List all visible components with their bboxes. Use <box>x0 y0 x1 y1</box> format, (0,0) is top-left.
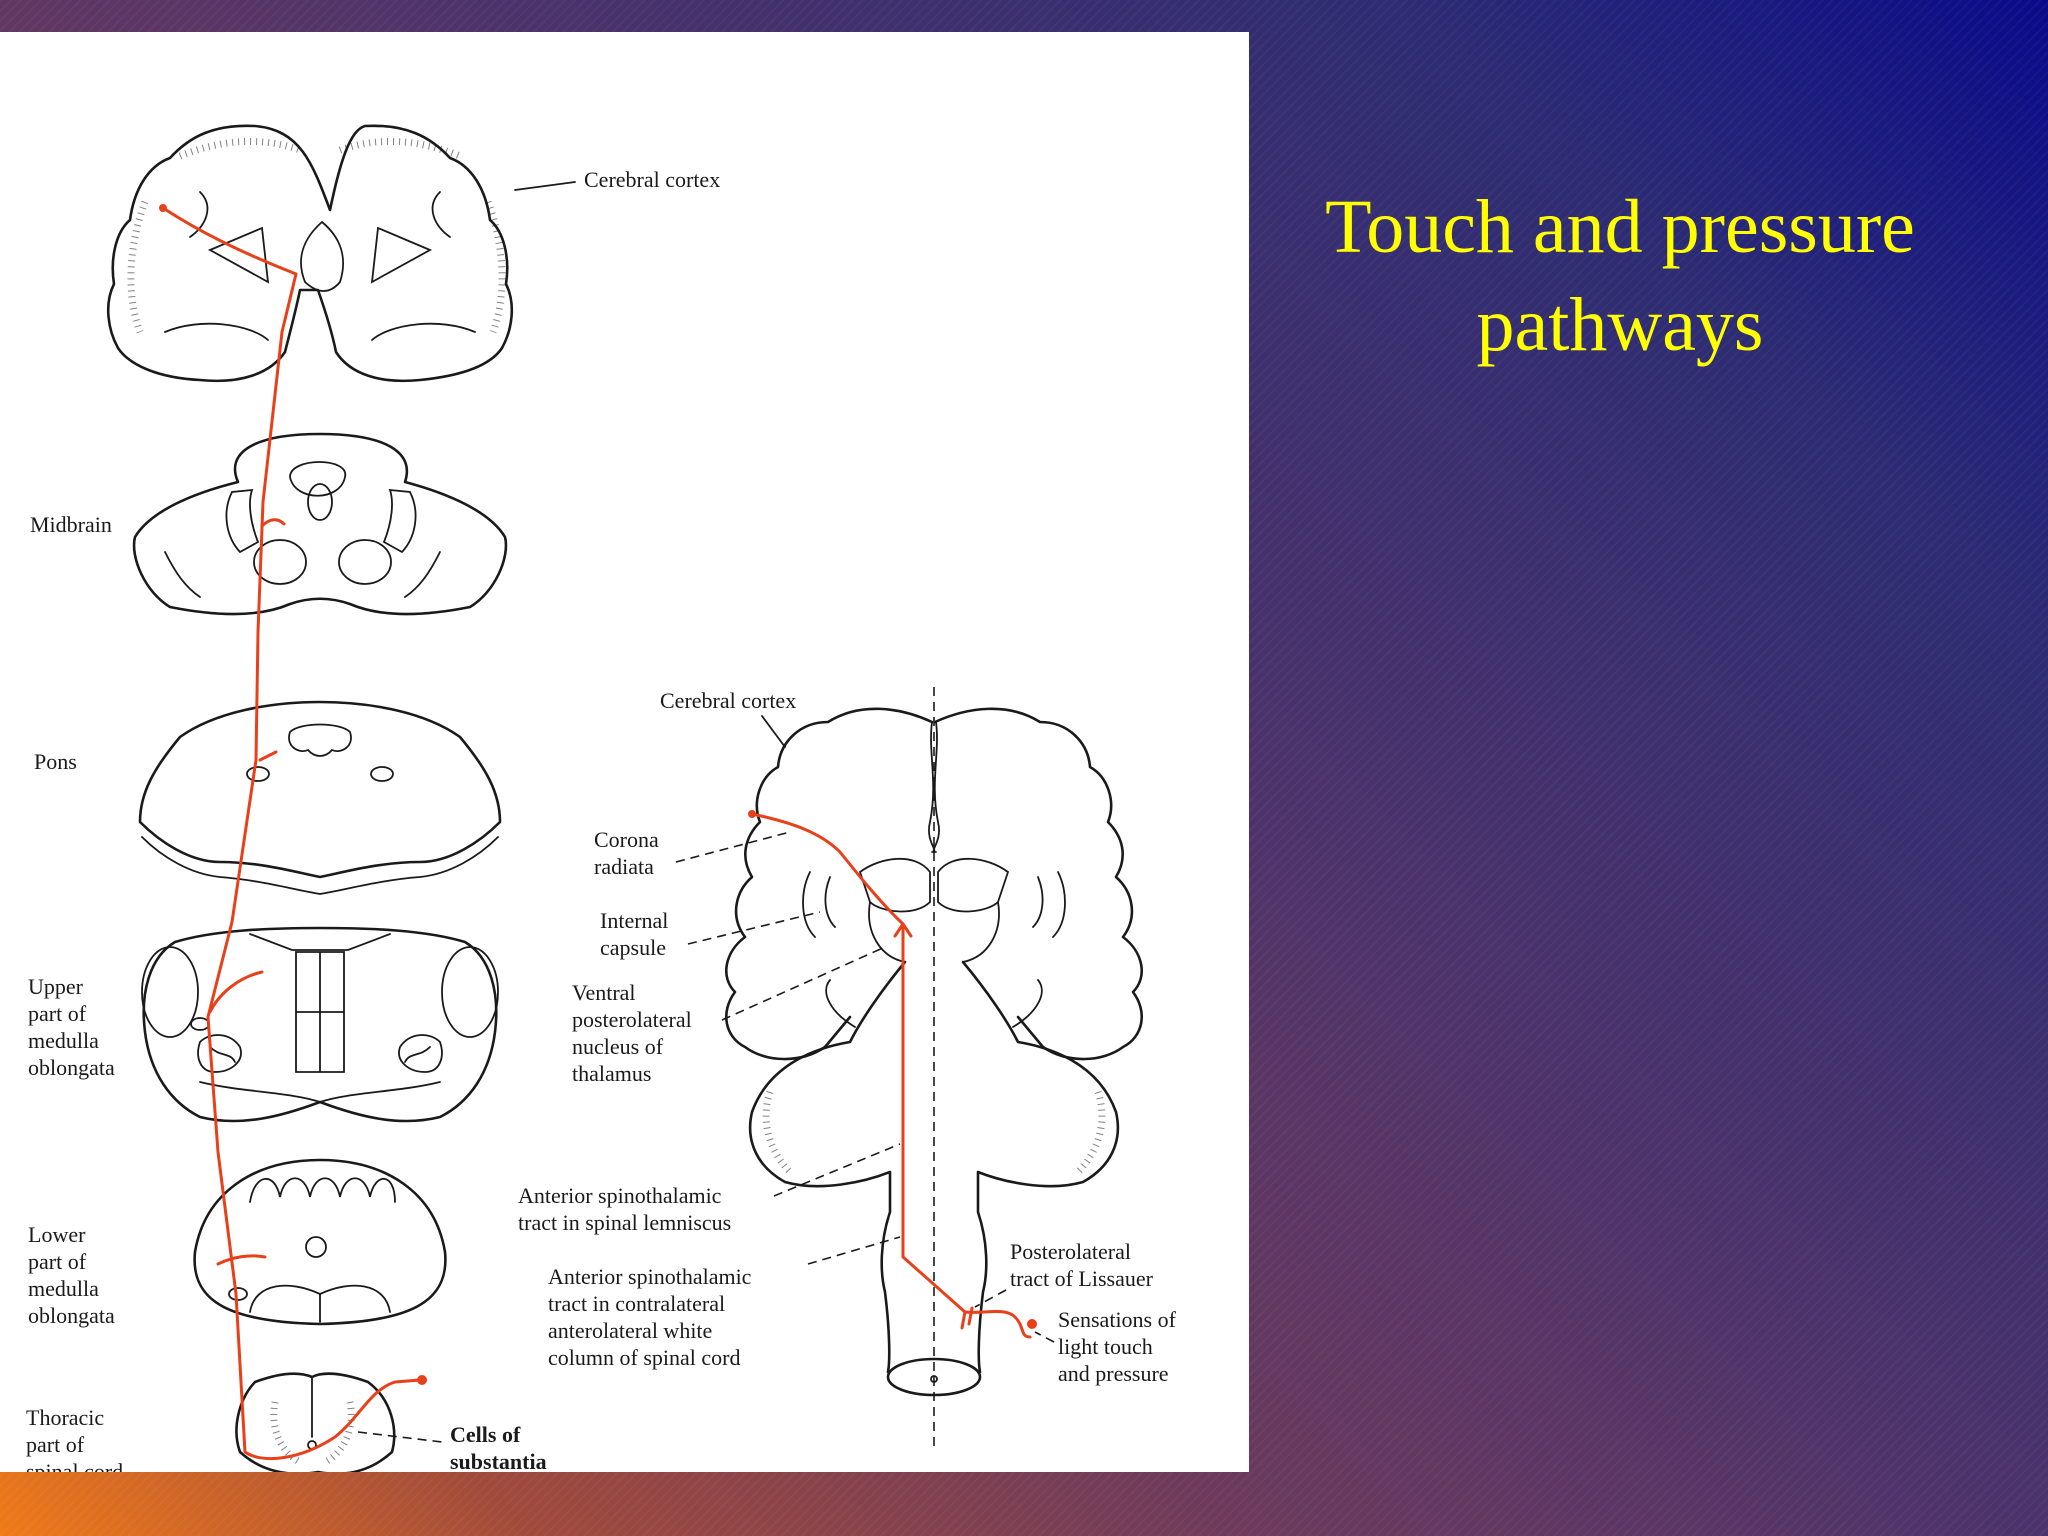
label-upper-medulla-4: oblongata <box>28 1055 115 1080</box>
leader-corona-radiata <box>675 831 791 863</box>
label-cerebral-cortex-right: Cerebral cortex <box>660 688 796 713</box>
leader-internal-capsule <box>687 911 821 945</box>
pathway-right-end-dot <box>1027 1319 1037 1329</box>
pathway-left-collaterals <box>208 518 286 1266</box>
label-pons: Pons <box>34 749 77 774</box>
label-ant-st-contra-4: column of spinal cord <box>548 1345 740 1370</box>
label-sensations-1: Sensations of <box>1058 1307 1177 1332</box>
pathway-right-branches <box>893 922 974 1330</box>
pathway-diagram: Cerebral cortex Midbrain Pons <box>26 124 1177 1472</box>
label-vpl-4: thalamus <box>572 1061 651 1086</box>
pathway-left-start-dot <box>159 204 167 212</box>
label-corona-radiata-1: Corona <box>594 827 659 852</box>
label-thoracic-3: spinal cord <box>26 1459 123 1472</box>
leader-sensations <box>1034 1331 1055 1343</box>
leader-cerebral-cortex-right <box>761 715 786 748</box>
pathway-right-start-dot <box>748 810 756 818</box>
label-ant-st-contra-3: anterolateral white <box>548 1318 712 1343</box>
label-upper-medulla-3: medulla <box>28 1028 99 1053</box>
pathway-left <box>161 206 422 1461</box>
label-corona-radiata-2: radiata <box>594 854 654 879</box>
label-lissauer-2: tract of Lissauer <box>1010 1266 1154 1291</box>
slide-title-line2: pathways <box>1476 283 1764 367</box>
label-lower-medulla-2: part of <box>28 1249 87 1274</box>
leader-lissauer <box>974 1289 1007 1308</box>
label-substantia-1: Cells of <box>450 1422 521 1447</box>
label-internal-capsule-2: capsule <box>600 935 666 960</box>
label-upper-medulla-1: Upper <box>28 974 84 999</box>
leader-substantia <box>357 1431 443 1443</box>
pons-section <box>138 700 502 895</box>
lower-medulla-section <box>193 1158 447 1326</box>
upper-medulla-section <box>141 926 499 1123</box>
label-vpl-1: Ventral <box>572 980 636 1005</box>
label-ant-st-contra-1: Anterior spinothalamic <box>548 1264 752 1289</box>
label-lower-medulla-3: medulla <box>28 1276 99 1301</box>
label-thoracic-1: Thoracic <box>26 1405 104 1430</box>
leader-ant-st-contra <box>807 1236 901 1265</box>
leader-ant-st-lemniscus <box>773 1143 901 1197</box>
pathway-right <box>750 812 1032 1339</box>
coronal-brain-section <box>106 124 514 383</box>
pathway-left-end-dot <box>417 1375 427 1385</box>
leader-cerebral-cortex-left <box>514 181 576 191</box>
label-substantia-2: substantia <box>450 1449 547 1472</box>
label-sensations-3: and pressure <box>1058 1361 1169 1386</box>
label-thoracic-2: part of <box>26 1432 85 1457</box>
label-internal-capsule-1: Internal <box>600 908 668 933</box>
label-ant-st-lemniscus-1: Anterior spinothalamic <box>518 1183 722 1208</box>
leader-vpl <box>721 946 886 1021</box>
thoracic-cord-section <box>235 1372 396 1472</box>
label-vpl-2: posterolateral <box>572 1007 692 1032</box>
label-cerebral-cortex-left: Cerebral cortex <box>584 167 720 192</box>
label-midbrain: Midbrain <box>30 512 112 537</box>
label-vpl-3: nucleus of <box>572 1034 664 1059</box>
label-upper-medulla-2: part of <box>28 1001 87 1026</box>
label-lower-medulla-1: Lower <box>28 1222 86 1247</box>
label-ant-st-lemniscus-2: tract in spinal lemniscus <box>518 1210 731 1235</box>
slide-title-line1: Touch and pressure <box>1325 185 1915 269</box>
label-lower-medulla-4: oblongata <box>28 1303 115 1328</box>
diagram-panel: Cerebral cortex Midbrain Pons <box>0 32 1249 1472</box>
slide-title: Touch and pressure pathways <box>1270 178 1970 374</box>
midbrain-section <box>132 432 508 616</box>
label-lissauer-1: Posterolateral <box>1010 1239 1131 1264</box>
sagittal-neuraxis-figure <box>725 687 1143 1447</box>
label-ant-st-contra-2: tract in contralateral <box>548 1291 725 1316</box>
label-sensations-2: light touch <box>1058 1334 1153 1359</box>
